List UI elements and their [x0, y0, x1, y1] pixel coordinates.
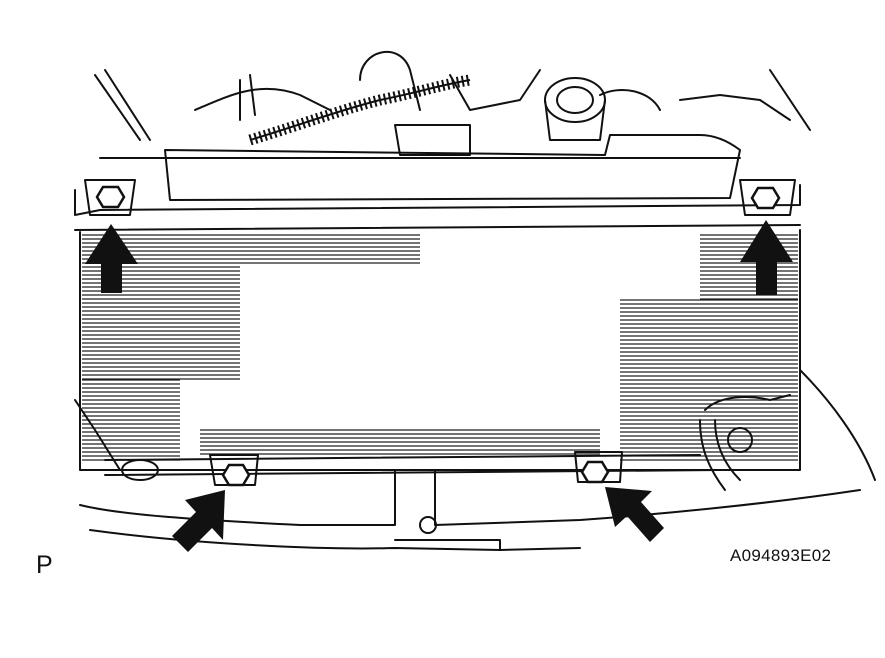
engine-bay-background: [94, 51, 811, 156]
arrow-lower-left: [172, 490, 225, 552]
radiator-filler-neck: [544, 77, 606, 141]
lower-hoses: [699, 369, 876, 491]
arrow-upper-right: [740, 220, 793, 295]
figure-code: A094893E02: [730, 546, 832, 565]
bolt-upper-right: [739, 179, 796, 216]
wire-harness: [248, 74, 471, 146]
arrow-upper-left: [85, 224, 138, 293]
radiator-core-fins: [82, 234, 798, 461]
view-letter: P: [36, 551, 53, 579]
radiator-upper-tank: [99, 134, 741, 201]
bolt-lower-left: [209, 454, 259, 487]
bolt-upper-left: [84, 179, 136, 216]
radiator-upper-support: [74, 184, 801, 231]
bolt-lower-right: [574, 451, 623, 484]
left-side-details: [74, 399, 159, 481]
radiator-lower-support: [79, 454, 861, 551]
arrow-lower-right: [605, 487, 664, 542]
radiator-core: [79, 229, 801, 471]
